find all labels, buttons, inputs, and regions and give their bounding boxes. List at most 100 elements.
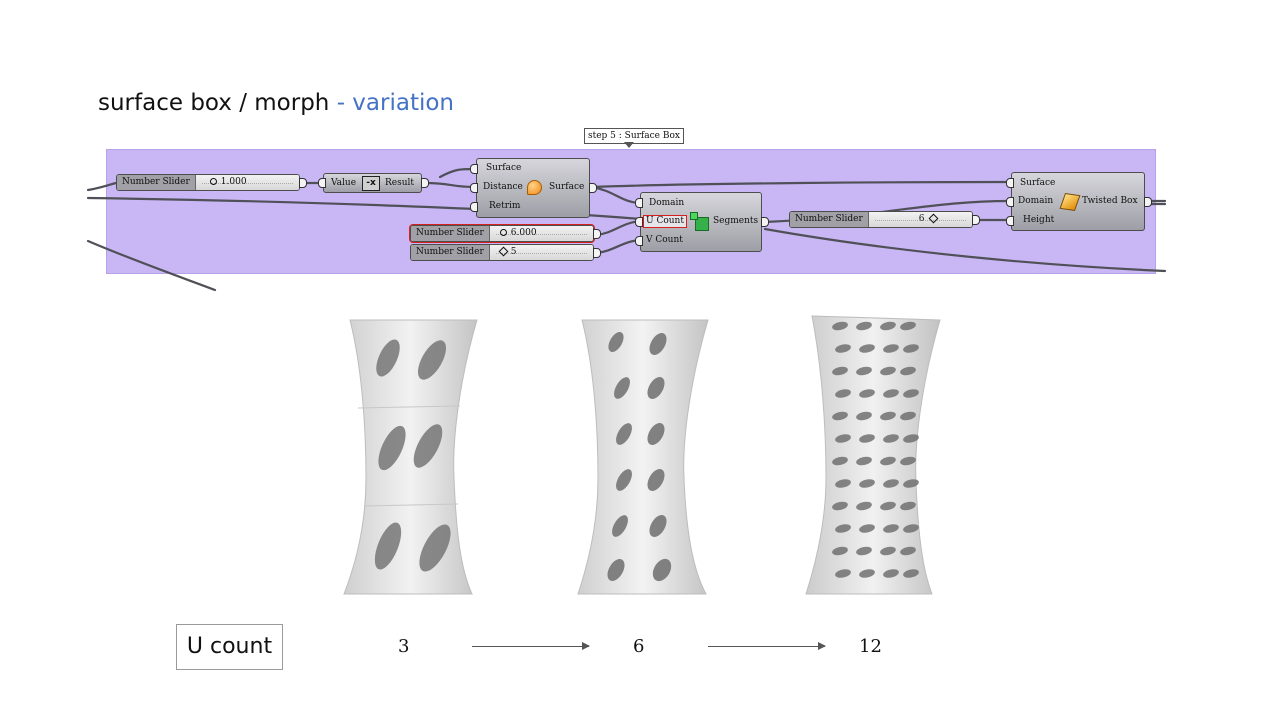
lattice-hole xyxy=(883,344,899,353)
render-ucount-3 xyxy=(340,318,480,596)
lattice-hole xyxy=(835,479,851,488)
offset-surface-component[interactable]: Surface Distance Retrim Surface xyxy=(476,158,590,218)
output-grip[interactable] xyxy=(1144,197,1152,207)
lattice-hole xyxy=(832,456,848,466)
slider-track[interactable]: 6.000 xyxy=(489,226,593,241)
lattice-hole xyxy=(903,389,919,398)
lattice-hole xyxy=(880,546,896,556)
output-grip[interactable] xyxy=(972,215,980,225)
input-grip[interactable] xyxy=(1006,178,1014,188)
u-count-value-3: 3 xyxy=(398,636,410,657)
output-grip[interactable] xyxy=(589,183,597,193)
slider-label: Number Slider xyxy=(411,245,490,260)
lattice-hole xyxy=(835,524,851,533)
twisted-box-icon xyxy=(1059,192,1081,212)
lattice-hole xyxy=(856,546,872,556)
lattice-hole xyxy=(856,501,872,511)
input-grip[interactable] xyxy=(635,198,643,208)
slider-label: Number Slider xyxy=(117,175,196,190)
output-grip[interactable] xyxy=(593,248,601,258)
offset-surface-icon xyxy=(527,180,542,195)
lattice-hole xyxy=(859,479,875,488)
lattice-hole xyxy=(880,456,896,466)
lattice-hole xyxy=(832,321,848,331)
lattice-hole xyxy=(832,411,848,421)
lattice-hole xyxy=(856,321,872,331)
output-twisted-box: Twisted Box xyxy=(1082,196,1138,206)
twisted-box-component[interactable]: Surface Domain Height Twisted Box xyxy=(1011,172,1145,231)
output-grip[interactable] xyxy=(299,178,307,188)
function-icon: -x xyxy=(362,176,380,191)
number-slider-offset[interactable]: Number Slider 1.000 xyxy=(116,174,300,191)
slider-value-wrap: 6 xyxy=(919,213,942,226)
lattice-hole xyxy=(880,366,896,376)
wire xyxy=(590,185,643,205)
number-slider-height[interactable]: Number Slider 6 xyxy=(789,211,973,228)
input-grip[interactable] xyxy=(470,202,478,212)
input-grip[interactable] xyxy=(1006,216,1014,226)
input-grip[interactable] xyxy=(1006,197,1014,207)
input-grip[interactable] xyxy=(470,183,478,193)
output-grip[interactable] xyxy=(421,178,429,188)
input-grip[interactable] xyxy=(318,178,326,188)
expression-component[interactable]: Value -x Result xyxy=(323,173,422,193)
slider-label: Number Slider xyxy=(790,212,869,227)
u-count-label: U count xyxy=(176,624,283,670)
lattice-hole xyxy=(903,524,919,533)
input-grip[interactable] xyxy=(635,217,643,227)
lattice-hole xyxy=(880,411,896,421)
render-ucount-12 xyxy=(804,312,944,596)
number-slider-u-count[interactable]: Number Slider 6.000 xyxy=(409,224,595,243)
lattice-hole xyxy=(903,479,919,488)
slider-track[interactable]: 5 xyxy=(489,245,593,260)
lattice-hole xyxy=(859,389,875,398)
input-grip[interactable] xyxy=(470,164,478,174)
title-main: surface box / morph xyxy=(98,90,330,116)
lattice-hole xyxy=(859,524,875,533)
lattice-render-3 xyxy=(343,319,478,595)
lattice-hole xyxy=(835,389,851,398)
lattice-hole xyxy=(832,546,848,556)
lattice-hole xyxy=(859,344,875,353)
divide-domain-component[interactable]: Domain U Count V Count Segments xyxy=(640,192,762,252)
number-slider-v-count[interactable]: Number Slider 5 xyxy=(410,244,594,261)
lattice-hole xyxy=(900,456,916,466)
slider-track[interactable]: 6 xyxy=(868,212,972,227)
input-grip[interactable] xyxy=(635,236,643,246)
slider-knob-icon[interactable] xyxy=(928,213,939,224)
lattice-hole xyxy=(859,434,875,443)
lattice-hole xyxy=(880,321,896,331)
lattice-hole xyxy=(883,569,899,578)
input-domain: Domain xyxy=(1018,196,1054,206)
slider-knob-icon[interactable] xyxy=(498,246,509,257)
slider-value: 1.000 xyxy=(220,177,247,187)
grasshopper-canvas[interactable]: step 5 : Surface Box xyxy=(0,125,1280,295)
component-group[interactable] xyxy=(106,149,1156,274)
input-u-count: U Count xyxy=(643,215,687,228)
input-distance: Distance xyxy=(483,182,523,192)
lattice-hole xyxy=(880,501,896,511)
group-label-pointer xyxy=(624,142,634,148)
wire xyxy=(86,239,217,292)
lattice-hole xyxy=(900,366,916,376)
lattice-hole xyxy=(832,501,848,511)
lattice-hole xyxy=(883,434,899,443)
expression-input: Value xyxy=(331,178,357,188)
output-grip[interactable] xyxy=(761,217,769,227)
lattice-hole xyxy=(856,456,872,466)
slider-knob-icon[interactable] xyxy=(209,178,217,185)
slider-label: Number Slider xyxy=(411,226,490,241)
lattice-hole xyxy=(883,389,899,398)
input-surface: Surface xyxy=(1020,178,1056,188)
title-accent: - variation xyxy=(336,90,455,116)
arrow-right-icon xyxy=(472,642,590,650)
lattice-hole xyxy=(859,569,875,578)
u-count-value-12: 12 xyxy=(859,636,882,657)
slider-value-wrap: 6.000 xyxy=(499,227,537,240)
wire xyxy=(438,167,476,179)
wire xyxy=(86,181,118,192)
slider-track[interactable]: 1.000 xyxy=(195,175,299,190)
slider-knob-icon[interactable] xyxy=(499,229,507,236)
input-height: Height xyxy=(1023,215,1055,225)
output-grip[interactable] xyxy=(593,229,601,239)
